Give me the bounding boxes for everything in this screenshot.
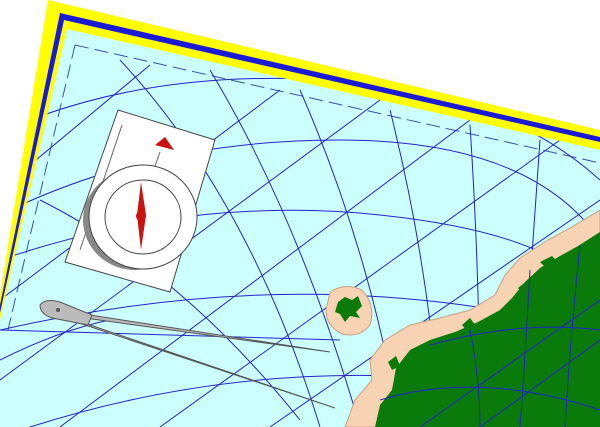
coast-forest-patch (518, 280, 534, 296)
land-grid-line (519, 269, 531, 427)
compass-arrow-icon (155, 137, 174, 150)
coastline-icon (344, 209, 600, 427)
rhumb-line (159, 139, 561, 427)
divider-hinge-screw (56, 308, 60, 312)
meridian-line (209, 69, 361, 427)
chart-neatline (74, 44, 600, 164)
divider-tool-icon (39, 300, 336, 409)
meridian-line (0, 319, 111, 361)
coast-forest-patch (540, 256, 560, 270)
land-graticule (379, 244, 600, 427)
land-grid-line (429, 326, 600, 346)
compass-icon (64, 109, 216, 293)
island-forest (335, 296, 362, 322)
rhumb-line (59, 119, 471, 427)
meridian-line (119, 59, 321, 427)
land-grid-line (379, 386, 600, 411)
chart-neatline-left (7, 44, 76, 331)
coast-forest-patch (388, 356, 400, 370)
rhumb-line (269, 199, 600, 427)
meridian-line (39, 199, 301, 421)
land-grid-line (564, 244, 581, 427)
coast-forest-patch (462, 318, 476, 332)
divider-hinge (39, 300, 93, 326)
island-icon (325, 286, 373, 336)
compass-pivot (136, 211, 146, 221)
rhumb-line (0, 329, 341, 341)
land-grid-line (419, 299, 600, 427)
coast-forest (375, 232, 600, 427)
land-grid-line (469, 329, 481, 427)
land-grid-line (479, 339, 600, 427)
